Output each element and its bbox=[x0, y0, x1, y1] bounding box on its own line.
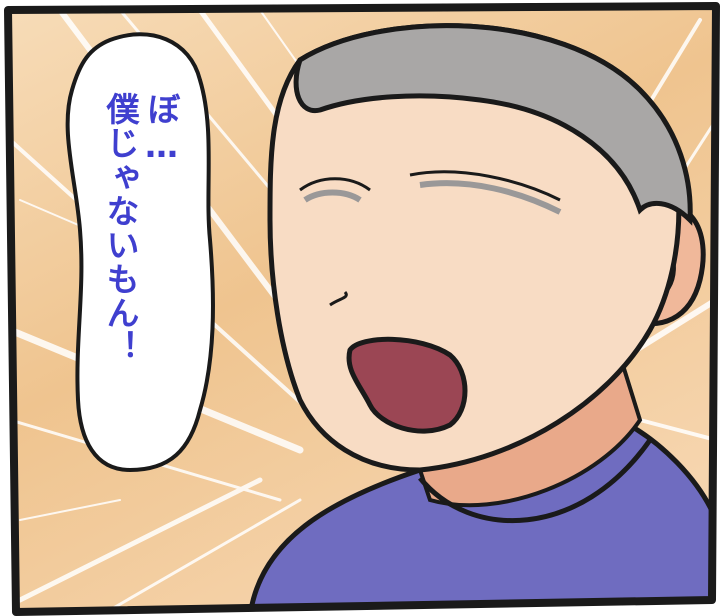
speech-text-line-2: 僕じゃないもん！ bbox=[101, 92, 140, 364]
character-hair bbox=[293, 23, 693, 226]
character-mouth bbox=[346, 336, 468, 434]
character bbox=[247, 23, 716, 612]
character-nose bbox=[329, 291, 348, 307]
character-eye-left bbox=[303, 189, 362, 203]
character-eyebrow-right bbox=[409, 170, 561, 202]
speech-text-line-1: ぼ… bbox=[142, 92, 181, 166]
speech-bubble bbox=[65, 32, 215, 473]
panel-border bbox=[4, 2, 720, 616]
character-eye-right bbox=[419, 180, 562, 215]
character-eyebrow-left bbox=[299, 177, 371, 192]
